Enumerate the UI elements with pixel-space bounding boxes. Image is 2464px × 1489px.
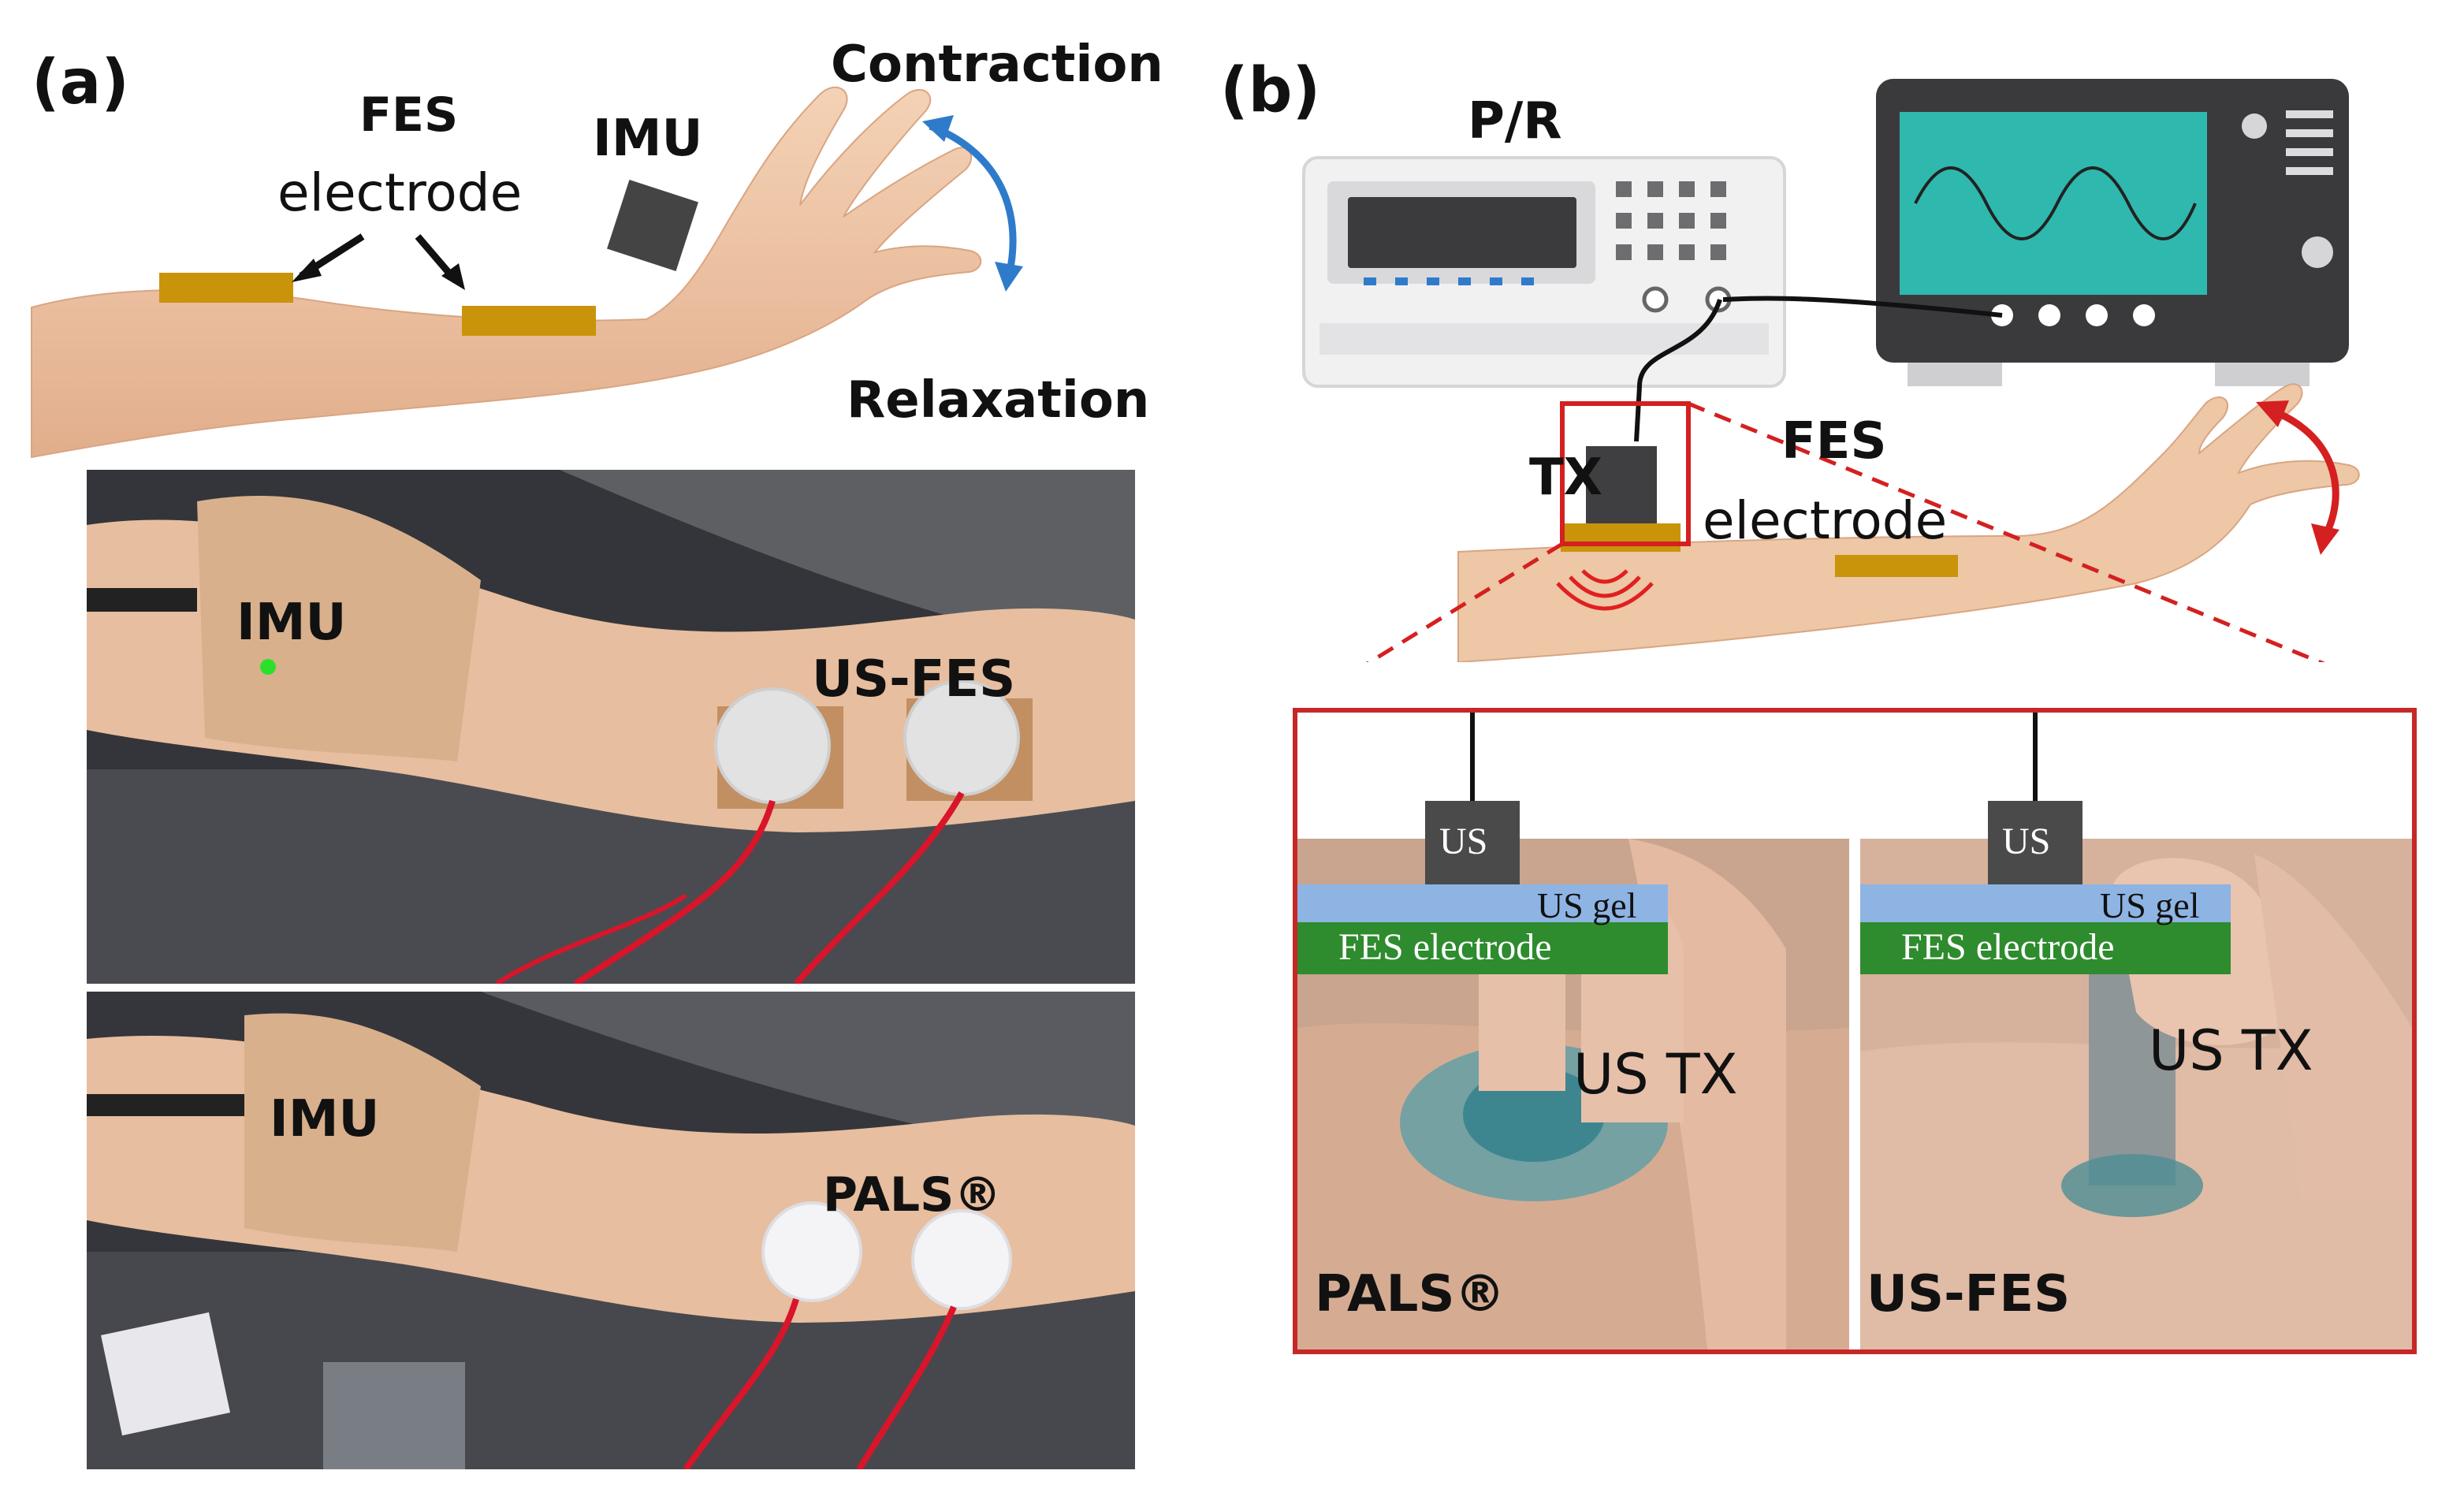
inset-left-us-tx-label: US TX	[1573, 1042, 1738, 1107]
panel-a-arm-illustration	[31, 86, 1023, 459]
pals-electrode-1	[761, 1201, 862, 1302]
panel-a-imu-label: IMU	[593, 110, 703, 168]
pulser-receiver-icon	[1302, 156, 1786, 388]
panel-a-electrode-label: electrode	[277, 162, 523, 223]
us-gel-layer	[1297, 884, 1668, 922]
panel-b-forearm	[1457, 383, 2360, 662]
us-box	[1425, 801, 1520, 884]
panel-a-letter: (a)	[32, 47, 129, 118]
inset-left-electrode-type: PALS®	[1315, 1265, 1506, 1323]
imu-bandage	[244, 1013, 481, 1252]
imu-bandage	[197, 496, 481, 761]
zoom-line-right	[1688, 401, 2326, 662]
photo-top-imu-label: IMU	[236, 594, 347, 652]
photo-top-electrode-type: US-FES	[812, 650, 1016, 709]
panel-b-letter: (b)	[1220, 55, 1321, 126]
panel-a-fes-label: FES	[359, 87, 459, 143]
movement-arrow	[2269, 406, 2339, 538]
cable-pr-to-scope	[1722, 296, 2003, 318]
inset-left-fes-electrode-label: FES electrode	[1338, 926, 1552, 968]
inset-right-fes-electrode-label: FES electrode	[1901, 926, 2115, 968]
forearm-shape	[31, 86, 982, 459]
relaxation-label: Relaxation	[847, 371, 1150, 430]
tx-highlight-box	[1560, 401, 1691, 546]
photo-us-fes: IMU US-FES	[87, 470, 1135, 984]
fes-electrode-right	[462, 306, 596, 336]
fes-electrode-layer	[1860, 922, 2231, 974]
contraction-label: Contraction	[831, 35, 1163, 94]
contraction-relaxation-arrow	[929, 122, 1017, 277]
fes-electrode-left	[159, 273, 293, 303]
us-gel-layer	[1860, 884, 2231, 922]
photo-bottom-imu-label: IMU	[270, 1090, 380, 1148]
zoom-line-left	[1365, 542, 1564, 662]
pals-electrode-2	[911, 1209, 1012, 1310]
us-box	[1988, 801, 2082, 884]
panel-b-electrode-label: electrode	[1703, 490, 1948, 551]
inset-right-electrode-type: US-FES	[1867, 1265, 2071, 1323]
panel-b-fes-electrode	[1835, 555, 1958, 577]
inset-right-gel-label: US gel	[2100, 885, 2200, 925]
fes-electrode-layer	[1297, 922, 1668, 974]
panel-b-fes-label: FES	[1781, 412, 1887, 471]
inset-pals: US US gel FES electrode US TX PALS®	[1297, 713, 1849, 1349]
oscilloscope-icon	[1876, 79, 2349, 386]
photo-bottom-electrode-type: PALS®	[823, 1167, 1002, 1223]
panel-b-setup-illustration	[1302, 79, 2360, 662]
photo-pals: IMU PALS®	[87, 992, 1135, 1469]
imu-block	[607, 180, 698, 271]
tx-electrode	[1561, 523, 1681, 552]
inset-us-fes: US US gel FES electrode US TX US-FES	[1860, 713, 2412, 1349]
ultrasound-wave-icon	[1556, 569, 1654, 611]
pr-label: P/R	[1468, 92, 1562, 151]
inset-left-us-box-label: US	[1439, 821, 1488, 862]
inset-right-us-tx-label: US TX	[2149, 1018, 2313, 1083]
cable-pr-to-tx	[1634, 299, 1722, 442]
inset-left-gel-label: US gel	[1537, 885, 1637, 925]
inset-right-us-box-label: US	[2002, 821, 2051, 862]
tx-label: TX	[1529, 449, 1602, 507]
inset-frame	[1293, 708, 2417, 1354]
